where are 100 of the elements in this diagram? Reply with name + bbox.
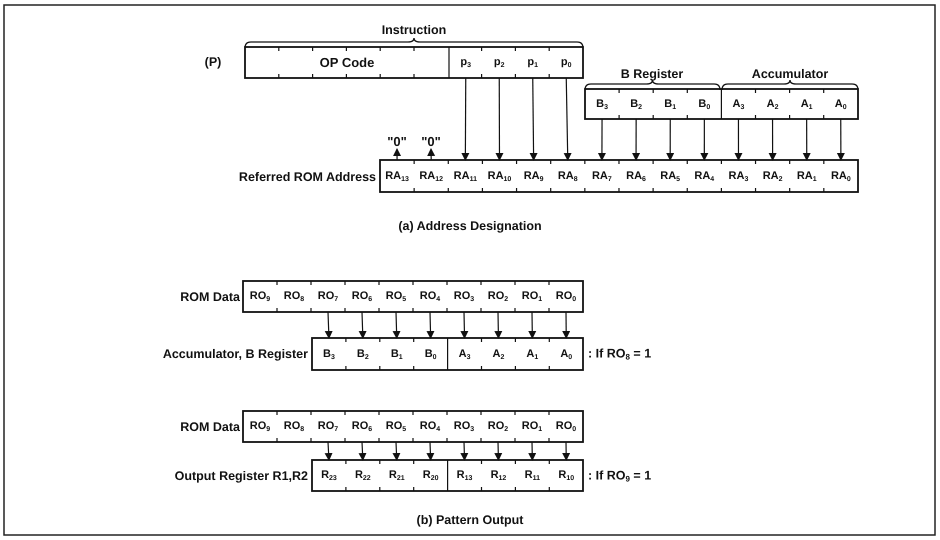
bit-label: RO$_{7}$	[318, 420, 338, 433]
bit-label: B$_{2}$	[630, 98, 642, 110]
bit-label: RO$_{2}$	[488, 420, 508, 433]
bit-label: A$_{3}$	[732, 98, 744, 110]
bit-label: RO$_{7}$	[318, 290, 338, 303]
bit-label: A$_{3}$	[458, 348, 470, 360]
bit-label: RO$_{0}$	[556, 290, 576, 303]
caption-text: Accumulator	[752, 67, 828, 81]
bit-label: B$_{0}$	[424, 348, 437, 360]
bit-label: RA$_{4}$	[694, 170, 714, 182]
bit-label: R$_{13}$	[456, 469, 472, 482]
bit-label: A$_{0}$	[834, 98, 847, 110]
caption-text: Accumulator, B Register	[162, 347, 308, 361]
caption-text: (b) Pattern Output	[416, 513, 524, 527]
bit-label: R$_{10}$	[558, 469, 574, 482]
bit-label: RO$_{2}$	[488, 290, 508, 303]
bit-label: R$_{20}$	[422, 469, 438, 482]
arrow	[393, 148, 402, 160]
bit-label: RO$_{3}$	[454, 420, 474, 433]
arrow	[358, 312, 367, 339]
arrow	[426, 312, 434, 339]
arrow	[358, 442, 367, 461]
arrow	[495, 78, 504, 161]
bit-label: RA$_{6}$	[626, 170, 646, 182]
bit-label: B$_{2}$	[356, 348, 369, 360]
arrow	[562, 312, 570, 339]
bit-label: RA$_{1}$	[796, 170, 817, 182]
bit-label: R$_{22}$	[354, 469, 371, 482]
arrow	[734, 119, 742, 161]
bit-label: RO$_{8}$	[284, 290, 304, 303]
bit-label: RA$_{8}$	[558, 170, 578, 182]
bit-label: "0"	[387, 134, 407, 149]
bit-label: p$_{3}$	[460, 56, 472, 69]
bit-label: A$_{1}$	[526, 348, 538, 360]
bit-label: RO$_{1}$	[522, 420, 542, 433]
bit-label: RA$_{7}$	[592, 170, 612, 182]
caption-text: B Register	[620, 67, 684, 81]
bit-label: RO$_{5}$	[386, 420, 406, 433]
bit-label: RA$_{10}$	[488, 170, 512, 182]
arrow	[427, 148, 436, 160]
bit-label: RO$_{6}$	[352, 420, 372, 433]
arrow	[528, 442, 536, 461]
arrow	[768, 119, 777, 161]
bit-label: RA$_{3}$	[728, 170, 748, 182]
bit-label: RO$_{1}$	[522, 290, 542, 303]
bit-label: A$_{0}$	[560, 348, 572, 360]
bit-label: B$_{1}$	[390, 348, 403, 360]
bit-label: RA$_{0}$	[830, 170, 851, 182]
bit-label: OP Code	[320, 55, 374, 70]
bit-label: RO$_{3}$	[454, 290, 474, 303]
bit-label: A$_{2}$	[766, 98, 778, 110]
bit-label: RA$_{5}$	[660, 170, 680, 182]
bit-label: p$_{1}$	[527, 56, 538, 69]
caption-text: ROM Data	[180, 290, 240, 304]
bit-label: p$_{0}$	[560, 56, 572, 69]
bit-label: B$_{0}$	[698, 98, 710, 110]
arrow	[392, 442, 400, 461]
arrow	[836, 119, 845, 161]
arrow	[530, 78, 538, 161]
bit-label: "0"	[421, 134, 441, 149]
bit-label: RA$_{13}$	[385, 170, 409, 182]
bit-label: RA$_{2}$	[762, 170, 782, 182]
caption-text: Output Register R1,R2	[174, 469, 308, 483]
arrow	[802, 119, 811, 161]
arrow	[528, 312, 536, 339]
arrow	[324, 312, 333, 339]
caption-text: Referred ROM Address	[238, 170, 376, 184]
bit-label: RA$_{9}$	[524, 170, 544, 182]
bit-label: RO$_{5}$	[386, 290, 406, 303]
arrow	[700, 119, 708, 161]
bit-label: R$_{11}$	[524, 469, 540, 482]
bit-label: R$_{23}$	[321, 469, 337, 482]
bit-label: RO$_{9}$	[250, 420, 270, 433]
bit-label: p$_{2}$	[494, 56, 505, 69]
caption-text: ROM Data	[180, 420, 240, 434]
bit-label: R$_{21}$	[388, 469, 405, 482]
bit-label: A$_{2}$	[492, 348, 504, 360]
caption-text: : If RO$_{9}$ = 1	[588, 468, 652, 484]
bit-label: RO$_{8}$	[284, 420, 304, 433]
arrow	[598, 119, 606, 161]
caption-text: : If RO$_{8}$ = 1	[588, 346, 652, 362]
bit-label: B$_{1}$	[664, 98, 676, 110]
bit-label: RO$_{0}$	[556, 420, 576, 433]
arrow	[324, 442, 333, 461]
arrow	[461, 78, 470, 161]
arrow	[494, 312, 502, 339]
bit-label: R$_{12}$	[490, 469, 506, 482]
bit-label: A$_{1}$	[800, 98, 813, 110]
caption-text: (P)	[204, 55, 222, 69]
arrow	[392, 312, 401, 339]
arrow	[460, 312, 468, 339]
bit-label: B$_{3}$	[323, 348, 335, 360]
arrow	[494, 442, 502, 461]
arrow	[426, 442, 434, 461]
arrow	[460, 442, 468, 461]
bit-label: RO$_{4}$	[420, 420, 440, 433]
bit-label: RO$_{9}$	[250, 290, 270, 303]
caption-text: Instruction	[382, 23, 446, 37]
bit-label: RA$_{11}$	[454, 170, 477, 182]
arrow	[562, 442, 570, 461]
